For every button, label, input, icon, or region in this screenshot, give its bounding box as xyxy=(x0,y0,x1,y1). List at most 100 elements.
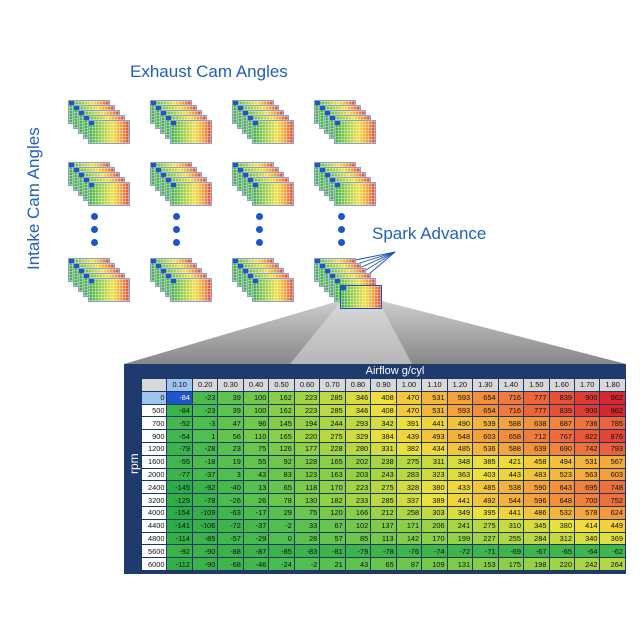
table-cell[interactable]: 233 xyxy=(344,493,372,507)
table-cell[interactable]: -17 xyxy=(242,505,270,520)
table-cell[interactable]: 340 xyxy=(573,531,601,546)
table-cell[interactable]: -141 xyxy=(166,518,193,533)
table-cell[interactable]: 78 xyxy=(268,493,295,507)
table-cell[interactable]: -2 xyxy=(293,557,321,571)
table-cell[interactable]: 596 xyxy=(523,493,550,507)
table-cell[interactable]: 67 xyxy=(319,518,346,533)
table-cell[interactable]: -23 xyxy=(191,403,219,418)
table-cell[interactable]: 223 xyxy=(293,390,321,405)
table-cell[interactable]: 75 xyxy=(242,441,270,456)
table-cell[interactable]: 130 xyxy=(293,493,321,507)
table-cell[interactable]: -69 xyxy=(497,544,525,559)
table-cell[interactable]: 275 xyxy=(319,429,346,443)
table-cell[interactable]: 736 xyxy=(573,416,601,431)
table-cell[interactable]: 153 xyxy=(472,557,499,571)
table-cell[interactable]: -84 xyxy=(166,403,193,418)
table-cell[interactable]: 166 xyxy=(344,505,372,520)
y-header-cell[interactable]: 2000 xyxy=(140,467,168,482)
table-cell[interactable]: -87 xyxy=(242,544,270,559)
table-cell[interactable]: -79 xyxy=(344,544,372,559)
table-cell[interactable]: -85 xyxy=(268,544,295,559)
table-cell[interactable]: 65 xyxy=(370,557,397,571)
table-cell[interactable]: 280 xyxy=(344,441,372,456)
table-cell[interactable]: 434 xyxy=(421,441,448,456)
table-cell[interactable]: 544 xyxy=(497,493,525,507)
y-header-cell[interactable]: 500 xyxy=(140,403,168,418)
table-cell[interactable]: -154 xyxy=(166,505,193,520)
table-cell[interactable]: 490 xyxy=(446,416,474,431)
table-cell[interactable]: 384 xyxy=(370,429,397,443)
table-cell[interactable]: 962 xyxy=(599,390,626,405)
table-cell[interactable]: -67 xyxy=(523,544,550,559)
table-cell[interactable]: 118 xyxy=(293,480,321,495)
table-cell[interactable]: 531 xyxy=(573,454,601,469)
table-cell[interactable]: 603 xyxy=(472,429,499,443)
x-header-cell[interactable]: 0.10 xyxy=(166,378,193,392)
table-cell[interactable]: 65 xyxy=(268,480,295,495)
table-cell[interactable]: 171 xyxy=(395,518,423,533)
table-cell[interactable]: 1 xyxy=(191,429,219,443)
table-cell[interactable]: -29 xyxy=(242,531,270,546)
table-cell[interactable]: 458 xyxy=(523,454,550,469)
table-cell[interactable]: 0 xyxy=(268,531,295,546)
table-cell[interactable]: -92 xyxy=(166,544,193,559)
table-cell[interactable]: 275 xyxy=(395,454,423,469)
table-cell[interactable]: 593 xyxy=(446,403,474,418)
table-cell[interactable]: 228 xyxy=(319,441,346,456)
table-cell[interactable]: -63 xyxy=(217,505,244,520)
table-cell[interactable]: 777 xyxy=(523,403,550,418)
table-cell[interactable]: 13 xyxy=(242,480,270,495)
table-cell[interactable]: -71 xyxy=(472,544,499,559)
table-cell[interactable]: -40 xyxy=(217,480,244,495)
table-cell[interactable]: 96 xyxy=(242,416,270,431)
table-cell[interactable]: 962 xyxy=(599,403,626,418)
table-cell[interactable]: 21 xyxy=(319,557,346,571)
table-cell[interactable]: 113 xyxy=(370,531,397,546)
table-cell[interactable]: -62 xyxy=(599,544,626,559)
x-header-cell[interactable]: 0.70 xyxy=(319,378,346,392)
x-header-cell[interactable]: 0.80 xyxy=(344,378,372,392)
x-header-cell[interactable]: 1.00 xyxy=(395,378,423,392)
table-cell[interactable]: 539 xyxy=(472,416,499,431)
table-cell[interactable]: 421 xyxy=(497,454,525,469)
x-header-cell[interactable]: 1.70 xyxy=(573,378,601,392)
table-cell[interactable]: 531 xyxy=(421,403,448,418)
table-cell[interactable]: 29 xyxy=(268,505,295,520)
table-cell[interactable]: 145 xyxy=(268,416,295,431)
table-cell[interactable]: -55 xyxy=(166,454,193,469)
table-cell[interactable]: 441 xyxy=(421,416,448,431)
table-cell[interactable]: 39 xyxy=(217,403,244,418)
table-cell[interactable]: 142 xyxy=(395,531,423,546)
y-header-cell[interactable]: 4800 xyxy=(140,531,168,546)
table-cell[interactable]: 793 xyxy=(599,441,626,456)
table-cell[interactable]: 242 xyxy=(573,557,601,571)
table-cell[interactable]: 716 xyxy=(497,390,525,405)
table-cell[interactable]: 109 xyxy=(421,557,448,571)
table-cell[interactable]: 346 xyxy=(344,403,372,418)
table-cell[interactable]: 39 xyxy=(217,390,244,405)
table-cell[interactable]: 449 xyxy=(599,518,626,533)
table-cell[interactable]: 170 xyxy=(421,531,448,546)
table-cell[interactable]: 385 xyxy=(472,454,499,469)
table-cell[interactable]: 26 xyxy=(242,493,270,507)
table-cell[interactable]: 486 xyxy=(523,505,550,520)
table-cell[interactable]: -88 xyxy=(217,544,244,559)
table-cell[interactable]: 876 xyxy=(599,429,626,443)
table-cell[interactable]: 716 xyxy=(497,403,525,418)
table-cell[interactable]: -109 xyxy=(191,505,219,520)
table-cell[interactable]: -28 xyxy=(191,441,219,456)
table-cell[interactable]: 389 xyxy=(421,493,448,507)
table-cell[interactable]: 55 xyxy=(242,454,270,469)
table-cell[interactable]: 403 xyxy=(472,467,499,482)
table-cell[interactable]: 538 xyxy=(497,480,525,495)
table-cell[interactable]: 194 xyxy=(293,416,321,431)
x-header-cell[interactable]: 0.40 xyxy=(242,378,270,392)
x-header-cell[interactable]: 0.30 xyxy=(217,378,244,392)
table-cell[interactable]: 56 xyxy=(217,429,244,443)
table-cell[interactable]: 131 xyxy=(446,557,474,571)
table-cell[interactable]: 275 xyxy=(370,480,397,495)
table-cell[interactable]: 275 xyxy=(472,518,499,533)
table-cell[interactable]: 648 xyxy=(548,493,575,507)
x-header-cell[interactable]: 1.60 xyxy=(548,378,575,392)
table-cell[interactable]: 624 xyxy=(599,505,626,520)
